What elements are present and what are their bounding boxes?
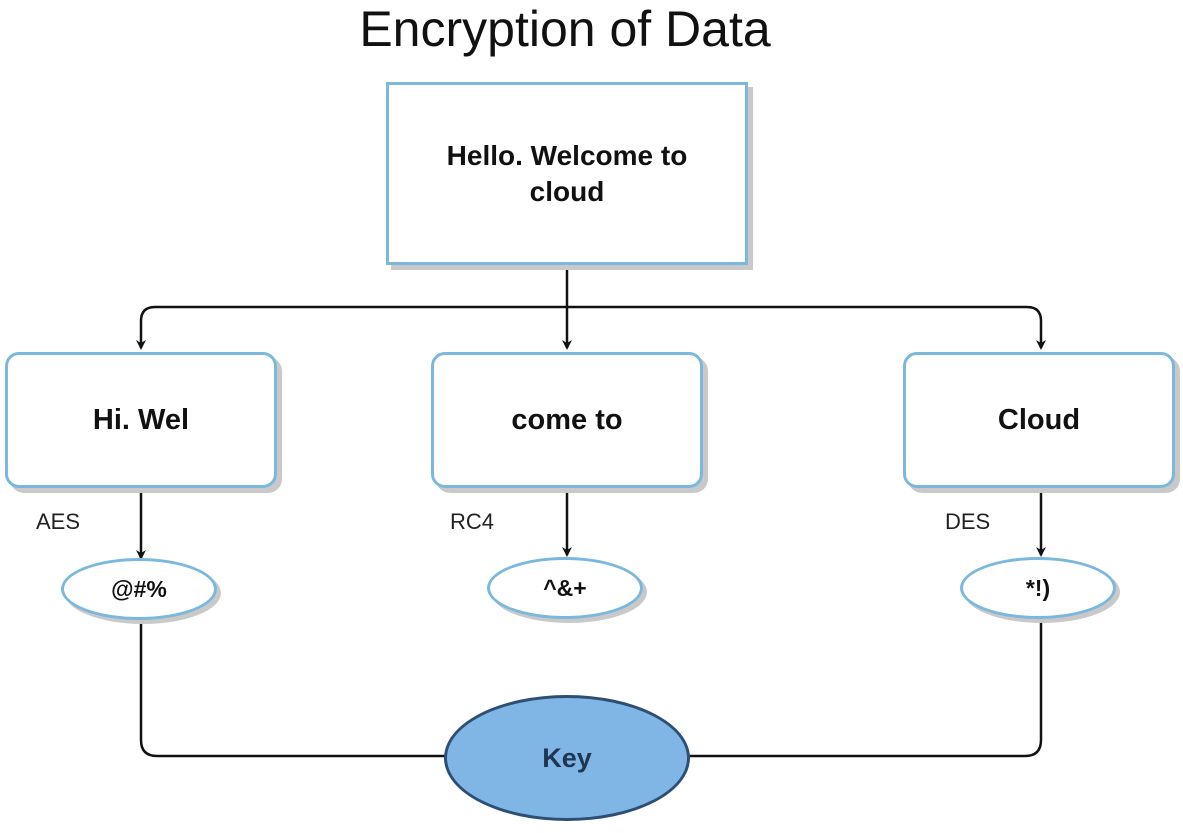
algorithm-label-aes: AES (36, 509, 81, 534)
plaintext-box: Hello. Welcome to cloud (386, 82, 748, 265)
split-line-left (136, 305, 567, 350)
right-key-line (688, 620, 1043, 758)
ciphertext-des: *!) (960, 557, 1116, 619)
ciphertext-aes: @#% (61, 558, 217, 620)
algorithm-label-des: DES (945, 509, 991, 534)
left-key-line (139, 620, 446, 758)
part-box-rc4: come to (431, 352, 703, 488)
ciphertext-rc4: ^&+ (487, 557, 643, 619)
key-ellipse: Key (444, 695, 690, 821)
split-line-right (567, 305, 1046, 350)
algorithm-label-rc4: RC4 (450, 509, 495, 534)
part-box-aes: Hi. Wel (5, 352, 277, 488)
part-box-des: Cloud (903, 352, 1175, 488)
diagram-title: Encryption of Data (359, 1, 771, 57)
